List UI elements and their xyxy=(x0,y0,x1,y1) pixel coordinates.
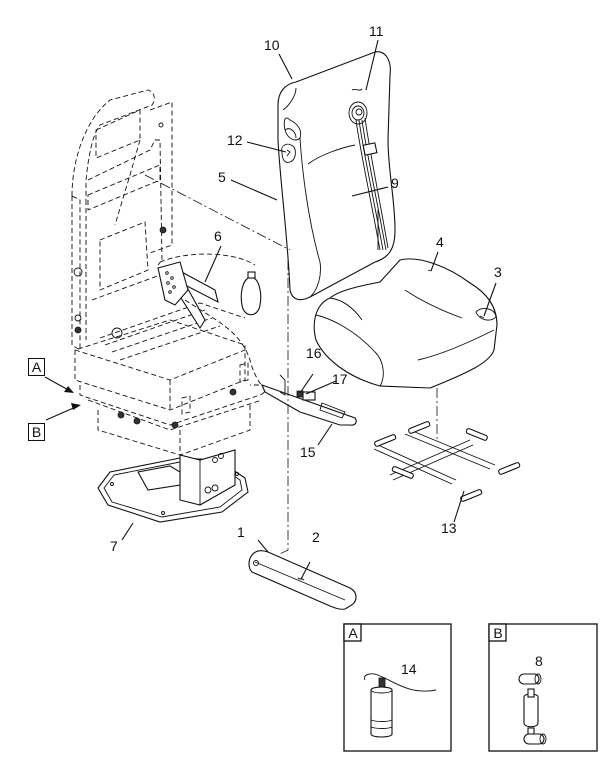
callout-16: 16 xyxy=(306,345,322,361)
callout-2: 2 xyxy=(312,529,320,545)
view-marker-b: B xyxy=(28,423,45,441)
base-plate xyxy=(97,449,249,523)
callout-17: 17 xyxy=(332,371,348,387)
detail-view-b xyxy=(488,623,598,752)
view-marker-a: A xyxy=(28,358,45,376)
callout-11: 11 xyxy=(369,23,384,39)
backrest-cushion xyxy=(277,51,396,301)
seat-cushion xyxy=(313,258,498,389)
callout-15: 15 xyxy=(300,444,316,460)
cushion-support-spring xyxy=(373,421,521,502)
detail-view-a xyxy=(343,623,452,752)
detail-a-label: A xyxy=(348,625,358,641)
callout-7: 7 xyxy=(110,538,118,554)
callout-14: 14 xyxy=(401,661,417,677)
callout-3: 3 xyxy=(494,264,502,280)
leader-lines xyxy=(121,39,539,697)
alignment-lines xyxy=(144,174,438,556)
callout-6: 6 xyxy=(214,228,222,244)
callout-1: 1 xyxy=(237,524,245,540)
seat-frame xyxy=(71,89,271,456)
callout-5: 5 xyxy=(218,169,226,185)
callout-12: 12 xyxy=(227,132,243,148)
callout-9: 9 xyxy=(391,175,399,191)
callout-10: 10 xyxy=(264,37,280,53)
callout-13: 13 xyxy=(441,520,457,536)
callout-8: 8 xyxy=(535,653,543,669)
callout-4: 4 xyxy=(436,234,444,250)
armrest xyxy=(248,550,357,610)
detail-b-label: B xyxy=(493,625,503,641)
view-arrows xyxy=(44,376,81,421)
side-bracket xyxy=(260,374,357,426)
